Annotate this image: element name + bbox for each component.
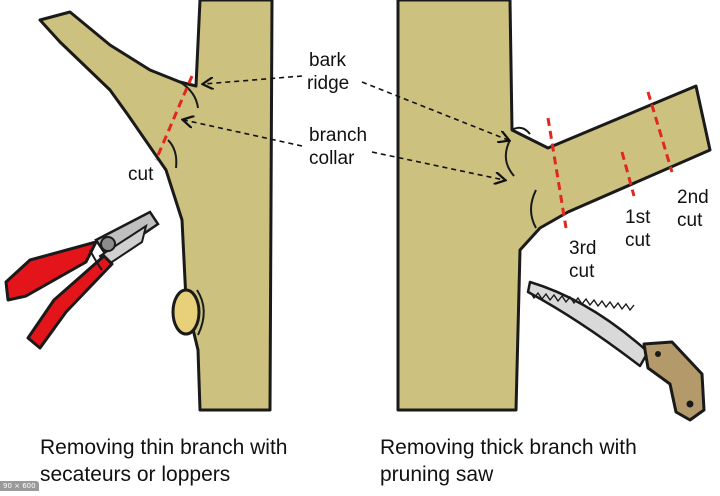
knot-icon — [171, 288, 201, 336]
pruning-saw-icon — [526, 280, 706, 422]
second-cut-line — [646, 91, 674, 173]
secateurs-icon — [4, 210, 160, 350]
left-trunk — [38, 0, 274, 412]
branch-collar-label-line1: branch — [309, 125, 368, 146]
bark-ridge-label-line1: bark — [309, 50, 346, 71]
right-trunk — [396, 0, 712, 412]
left-cut-label: cut — [128, 164, 154, 185]
right-tree — [396, 0, 712, 412]
left-caption-line2: secateurs or loppers — [40, 463, 231, 486]
branch-collar-arrow-left — [184, 120, 303, 147]
image-size-badge: 90 × 600 — [0, 481, 39, 491]
bark-ridge-label-line2: ridge — [307, 73, 350, 94]
left-caption-line1: Removing thin branch with — [40, 436, 288, 459]
bark-ridge-arrow-right — [361, 81, 508, 140]
second-cut-label-line1: 2nd — [677, 187, 709, 208]
first-cut-label-line2: cut — [625, 230, 651, 251]
bark-ridge-arrow-left — [204, 75, 303, 84]
branch-collar-label-line2: collar — [309, 148, 355, 169]
first-cut-line — [620, 151, 636, 197]
third-cut-line — [546, 117, 568, 229]
second-cut-label-line2: cut — [677, 210, 703, 231]
branch-collar-arrow-right — [371, 151, 504, 180]
third-cut-label-line2: cut — [569, 261, 595, 282]
left-cut-line — [154, 75, 194, 161]
right-caption-line2: pruning saw — [380, 463, 494, 486]
left-tree — [38, 0, 274, 412]
right-caption-line1: Removing thick branch with — [380, 436, 637, 459]
first-cut-label-line1: 1st — [625, 207, 651, 228]
third-cut-label-line1: 3rd — [569, 238, 597, 259]
pointer-arrows — [184, 75, 508, 180]
